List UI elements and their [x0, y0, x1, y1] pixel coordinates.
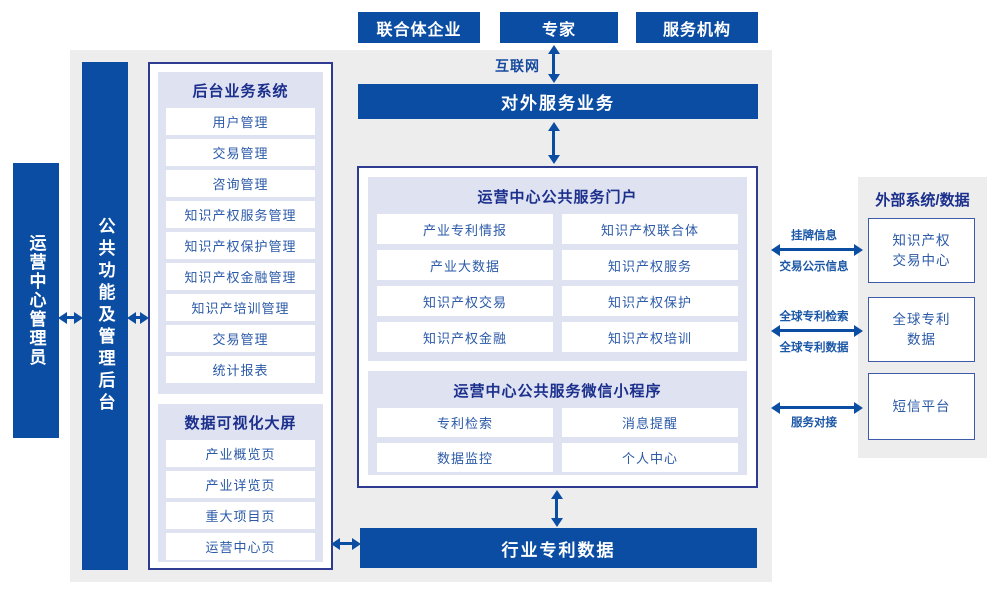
- arrow-external-global-patent: [771, 324, 863, 337]
- miniprogram-item: 数据监控: [377, 443, 553, 472]
- miniprogram-item: 专利检索: [377, 408, 553, 437]
- link-label-trade-publicity: 交易公示信息: [779, 261, 849, 273]
- dashboard-title: 数据可视化大屏: [184, 415, 297, 432]
- portal-item: 知识产权交易: [377, 286, 553, 316]
- arrow-operator-admin: [58, 311, 83, 324]
- actor-service-agency: 服务机构: [636, 12, 758, 43]
- external-system-ip-exchange: 知识产权 交易中心: [868, 218, 975, 283]
- arrow-admin-backend: [127, 311, 149, 324]
- miniprogram-item: 个人中心: [562, 443, 738, 472]
- actor-label: 专家: [541, 21, 576, 39]
- portal-item: 知识产权联合体: [562, 214, 738, 244]
- external-service-bar: 对外服务业务: [358, 84, 758, 119]
- backend-item: 咨询管理: [166, 170, 315, 197]
- actor-label: 服务机构: [662, 21, 731, 39]
- external-title: 外部系统/数据: [875, 192, 970, 209]
- portal-title: 运营中心公共服务门户: [477, 189, 638, 206]
- backend-item: 交易管理: [166, 139, 315, 166]
- portal-block: 运营中心公共服务门户 产业专利情报 知识产权联合体 产业大数据 知识产权服务 知…: [368, 177, 747, 361]
- backend-block: 后台业务系统 用户管理 交易管理 咨询管理 知识产权服务管理 知识产权保护管理 …: [158, 72, 323, 394]
- miniprogram-grid: 专利检索 消息提醒 数据监控 个人中心: [377, 408, 738, 472]
- dashboard-item: 产业详览页: [166, 471, 315, 498]
- portal-item: 知识产权服务: [562, 250, 738, 280]
- portal-item: 知识产权培训: [562, 322, 738, 352]
- backend-item: 用户管理: [166, 108, 315, 135]
- portal-item: 知识产权保护: [562, 286, 738, 316]
- dashboard-item: 运营中心页: [166, 533, 315, 560]
- internet-label: 互联网: [495, 58, 540, 74]
- arrow-external-sms: [771, 401, 863, 414]
- portal-item: 知识产权金融: [377, 322, 553, 352]
- arrow-external-ip-exchange: [771, 243, 863, 256]
- backend-item: 统计报表: [166, 356, 315, 383]
- external-system-sms: 短信平台: [868, 373, 975, 440]
- miniprogram-item: 消息提醒: [562, 408, 738, 437]
- portal-item: 产业专利情报: [377, 214, 553, 244]
- miniprogram-title: 运营中心公共服务微信小程序: [453, 383, 662, 400]
- dashboard-list: 产业概览页 产业详览页 重大项目页 运营中心页: [166, 440, 315, 560]
- industry-data-label: 行业专利数据: [501, 540, 616, 560]
- backend-list: 用户管理 交易管理 咨询管理 知识产权服务管理 知识产权保护管理 知识产权金融管…: [166, 108, 315, 383]
- actor-label: 联合体企业: [376, 21, 462, 39]
- operator-label: 运营中心管理员: [26, 234, 46, 367]
- backend-title: 后台业务系统: [192, 83, 289, 100]
- external-system-global-patent: 全球专利 数据: [868, 297, 975, 362]
- dashboard-item: 重大项目页: [166, 502, 315, 529]
- left-panel: 后台业务系统 用户管理 交易管理 咨询管理 知识产权服务管理 知识产权保护管理 …: [148, 62, 333, 570]
- admin-backend-label: 公共功能及管理后台: [95, 217, 115, 415]
- arrow-service-portal: [547, 122, 560, 164]
- link-label-global-patent-data: 全球专利数据: [779, 342, 849, 354]
- link-label-global-patent-search: 全球专利检索: [779, 311, 849, 323]
- portal-item: 产业大数据: [377, 250, 553, 280]
- center-panel: 运营中心公共服务门户 产业专利情报 知识产权联合体 产业大数据 知识产权服务 知…: [357, 166, 758, 488]
- admin-backend-bar: 公共功能及管理后台: [82, 62, 128, 570]
- operator-bar: 运营中心管理员: [13, 163, 59, 438]
- link-label-listing-info: 挂牌信息: [791, 230, 837, 242]
- arrow-dashboard-industry: [331, 537, 361, 550]
- backend-item: 知识产培训管理: [166, 294, 315, 321]
- backend-item: 知识产权服务管理: [166, 201, 315, 228]
- backend-item: 知识产权保护管理: [166, 232, 315, 259]
- dashboard-block: 数据可视化大屏 产业概览页 产业详览页 重大项目页 运营中心页: [158, 404, 323, 562]
- portal-grid: 产业专利情报 知识产权联合体 产业大数据 知识产权服务 知识产权交易 知识产权保…: [377, 214, 738, 352]
- actor-consortium-enterprise: 联合体企业: [358, 12, 480, 43]
- link-label-service-docking: 服务对接: [791, 417, 837, 429]
- dashboard-item: 产业概览页: [166, 440, 315, 467]
- backend-item: 知识产权金融管理: [166, 263, 315, 290]
- miniprogram-block: 运营中心公共服务微信小程序 专利检索 消息提醒 数据监控 个人中心: [368, 371, 747, 475]
- backend-item: 交易管理: [166, 325, 315, 352]
- industry-data-bar: 行业专利数据: [360, 528, 757, 568]
- arrow-portal-industry: [550, 490, 563, 527]
- internet-arrow: [547, 45, 560, 83]
- actor-expert: 专家: [500, 12, 618, 43]
- external-service-label: 对外服务业务: [501, 94, 615, 113]
